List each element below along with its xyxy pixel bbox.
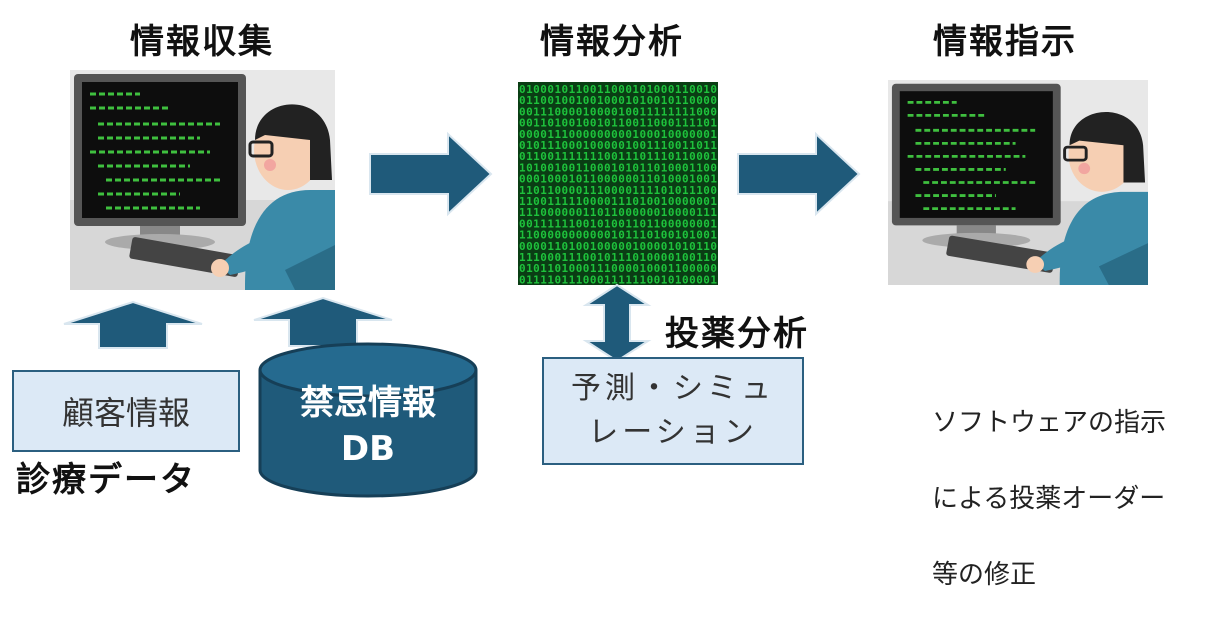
svg-text:1100111110000111010010000001: 1100111110000111010010000001 — [519, 195, 717, 208]
double-arrow-icon — [582, 283, 652, 363]
collect-title: 情報収集 — [130, 22, 274, 62]
svg-text:0101101000111000010001100000: 0101101000111000010001100000 — [519, 262, 717, 275]
person-at-computer-icon — [70, 70, 335, 290]
svg-text:0000110100100000100001010110: 0000110100100000100001010110 — [519, 240, 717, 253]
svg-text:1100000000000101110100101001: 1100000000000101110100101001 — [519, 229, 717, 242]
arrow-customer-up — [63, 300, 203, 349]
svg-text:0011111100101001101100000001: 0011111100101001101100000001 — [519, 217, 717, 230]
person-at-computer-icon — [888, 80, 1148, 285]
svg-text:1101100001110000111101011100: 1101100001110000111101011100 — [519, 184, 717, 197]
note-line3: 等の修正 — [932, 560, 1037, 590]
instruct-title: 情報指示 — [933, 22, 1077, 62]
contraindication-db-label: 禁忌情報 DB — [256, 380, 480, 472]
analyze-title: 情報分析 — [540, 22, 684, 62]
svg-text:0101110001000001001110011011: 0101110001000001001110011011 — [519, 139, 717, 152]
svg-text:0011010010010110011000111101: 0011010010010110011000111101 — [519, 117, 717, 130]
simulation-line2: レーション — [588, 415, 758, 450]
svg-text:1110001110010111010000100110: 1110001110010111010000100110 — [519, 251, 717, 264]
arrow-collect-to-analyze — [369, 131, 493, 217]
svg-text:0000111000000000100010000001: 0000111000000000100010000001 — [519, 128, 717, 141]
svg-text:0110011111110011101110110001: 0110011111110011101110110001 — [519, 150, 717, 163]
correction-note: ソフトウェアの指示 による投薬オーダー 等の修正 — [932, 366, 1166, 632]
contraindication-line2: DB — [340, 429, 396, 469]
svg-text:0100010110011000101000110010: 0100010110011000101000110010 — [519, 83, 717, 96]
svg-text:1110000001101100000010000111: 1110000001101100000010000111 — [519, 206, 717, 219]
clinical-data-caption: 診療データ — [16, 460, 196, 500]
svg-text:0111101110001111110010100001: 0111101110001111110010100001 — [519, 273, 717, 285]
customer-info-box: 顧客情報 — [12, 370, 240, 452]
customer-info-label: 顧客情報 — [61, 394, 190, 432]
simulation-line1: 予測・シミュ — [571, 371, 775, 406]
svg-text:0001000101100000011010001001: 0001000101100000011010001001 — [519, 173, 717, 186]
analysis-label: 投薬分析 — [665, 314, 809, 354]
contraindication-line1: 禁忌情報 — [300, 383, 436, 423]
binary-matrix-icon: 0100010110011000101000110010011001001001… — [518, 82, 718, 285]
note-line2: による投薬オーダー — [932, 484, 1166, 514]
database-cylinder-icon — [258, 342, 478, 498]
simulation-box: 予測・シミュ レーション — [542, 357, 804, 465]
arrow-analyze-to-instruct — [737, 131, 861, 217]
svg-text:0011100001000010011111111000: 0011100001000010011111111000 — [519, 105, 717, 118]
svg-text:0110010010010001010010110000: 0110010010010001010010110000 — [519, 94, 717, 107]
note-line1: ソフトウェアの指示 — [932, 408, 1167, 438]
arrow-db-up — [253, 296, 393, 347]
svg-text:1010010011000101011010001100: 1010010011000101011010001100 — [519, 161, 717, 174]
